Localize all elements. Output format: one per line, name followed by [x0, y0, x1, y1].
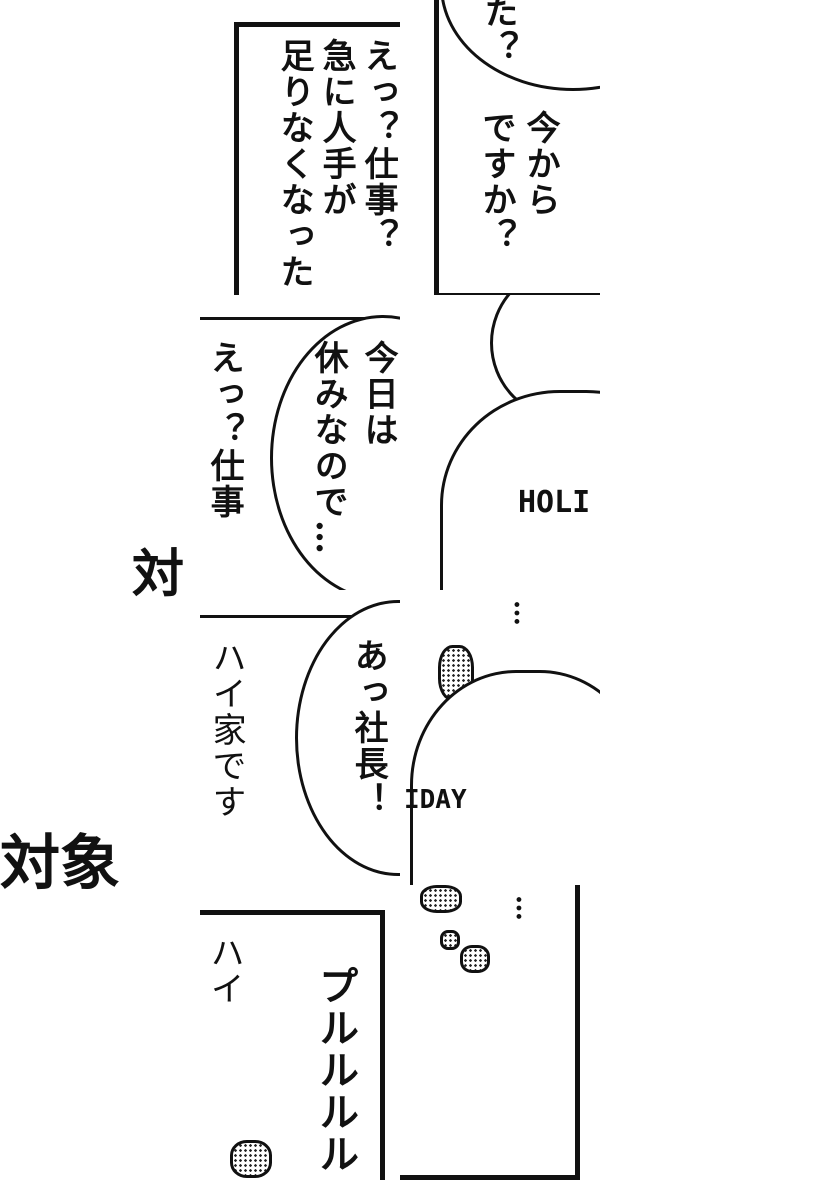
comic-panel-6: … IDAY	[400, 590, 600, 885]
comic-panel-3: 今日は 休みなので… えっ？仕事	[200, 295, 400, 590]
speech-text: た？	[478, 0, 519, 66]
speech-text: ですか？	[476, 110, 517, 254]
speech-text: 今から	[520, 110, 561, 218]
comic-panel-2: た？ 今から ですか？	[400, 0, 600, 295]
sound-effect: プルルルル	[312, 965, 359, 1175]
speech-text: 急に人手が	[316, 38, 357, 218]
speech-text: 今日は	[358, 340, 399, 448]
ellipsis: …	[510, 895, 540, 921]
ellipsis: …	[508, 600, 538, 626]
comic-panel-7: ハイ プルルルル	[200, 885, 400, 1180]
side-text-fragment: 対象	[0, 829, 120, 899]
shirt-lettering: IDAY	[404, 785, 467, 815]
comic-panel-8: …	[400, 885, 600, 1180]
comic-panel-4: HOLI	[400, 295, 600, 590]
speech-text: ハイ家です	[206, 640, 247, 820]
speech-text: あっ社長！	[348, 638, 389, 818]
speech-text: えっ？仕事	[204, 340, 245, 520]
shirt-lettering: HOLI	[518, 485, 591, 520]
side-text-fragment: 対	[132, 545, 185, 605]
speech-text: ハイ	[204, 935, 245, 1007]
comic-panel-5: あっ社長！ ハイ家です	[200, 590, 400, 885]
speech-text: えっ？仕事？	[358, 38, 399, 254]
comic-panel-1: えっ？仕事？ 急に人手が 足りなくなった	[200, 0, 400, 295]
speech-text: 休みなので…	[308, 340, 349, 556]
speech-text: 足りなくなった	[274, 38, 315, 290]
